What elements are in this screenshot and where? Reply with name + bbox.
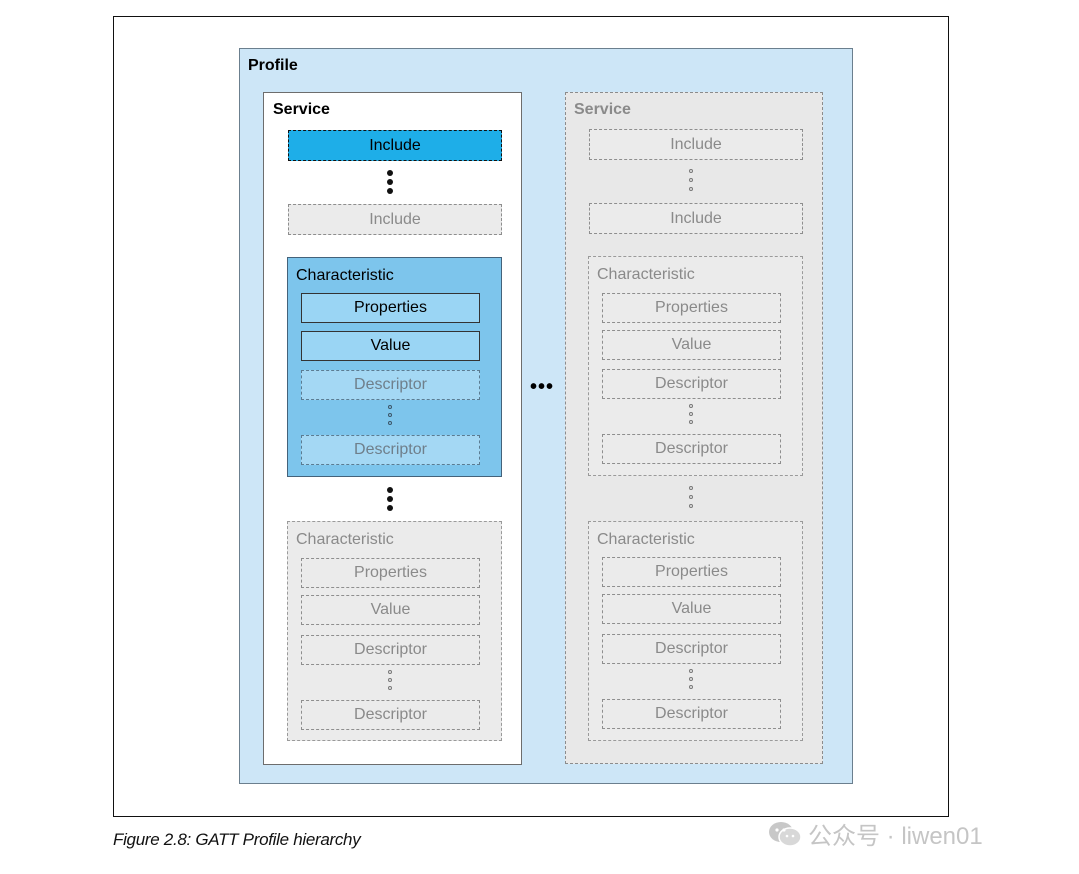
ring-dot [689, 677, 693, 681]
value-box: Value [602, 594, 781, 624]
service-label: Service [574, 101, 631, 118]
properties-box: Properties [602, 557, 781, 587]
ring-dot [689, 187, 693, 191]
descriptor-box: Descriptor [301, 700, 480, 730]
characteristic-label: Characteristic [296, 531, 394, 548]
descriptor-box: Descriptor [301, 370, 480, 400]
ring-dot [388, 670, 392, 674]
vertical-ellipsis-dot [387, 496, 393, 502]
descriptor-box: Descriptor [301, 435, 480, 465]
watermark-text: 公众号 · liwen01 [808, 823, 983, 850]
vertical-ellipsis-dot [387, 179, 393, 185]
ring-dot [689, 486, 693, 490]
figure-frame [113, 16, 949, 817]
include-box-active: Include [288, 130, 502, 161]
properties-box: Properties [602, 293, 781, 323]
characteristic-label: Characteristic [597, 266, 695, 283]
descriptor-box: Descriptor [602, 434, 781, 464]
ring-dot [689, 178, 693, 182]
ring-dot [388, 421, 392, 425]
figure-caption: Figure 2.8: GATT Profile hierarchy [113, 830, 361, 849]
ring-dot [388, 405, 392, 409]
ring-dot [689, 169, 693, 173]
vertical-ellipsis-dot [387, 487, 393, 493]
wechat-icon [769, 821, 802, 847]
ring-dot [388, 678, 392, 682]
ring-dot [689, 504, 693, 508]
characteristic-label: Characteristic [296, 267, 394, 284]
ring-dot [388, 686, 392, 690]
horizontal-ellipsis: ••• [530, 376, 555, 398]
ring-dot [689, 404, 693, 408]
descriptor-box: Descriptor [602, 699, 781, 729]
value-box: Value [301, 595, 480, 625]
descriptor-box: Descriptor [301, 635, 480, 665]
descriptor-box: Descriptor [602, 369, 781, 399]
vertical-ellipsis-dot [387, 170, 393, 176]
value-box: Value [602, 330, 781, 360]
ring-dot [689, 669, 693, 673]
descriptor-box: Descriptor [602, 634, 781, 664]
ring-dot [689, 685, 693, 689]
properties-box-active: Properties [301, 293, 480, 323]
characteristic-label: Characteristic [597, 531, 695, 548]
value-box-active: Value [301, 331, 480, 361]
properties-box: Properties [301, 558, 480, 588]
include-box: Include [589, 129, 803, 160]
vertical-ellipsis-dot [387, 505, 393, 511]
service-label: Service [273, 101, 330, 118]
include-box: Include [589, 203, 803, 234]
ring-dot [388, 413, 392, 417]
include-box-inactive: Include [288, 204, 502, 235]
watermark: 公众号 · liwen01 [768, 816, 983, 851]
ring-dot [689, 412, 693, 416]
ring-dot [689, 495, 693, 499]
vertical-ellipsis-dot [387, 188, 393, 194]
ring-dot [689, 420, 693, 424]
profile-label: Profile [248, 57, 298, 74]
